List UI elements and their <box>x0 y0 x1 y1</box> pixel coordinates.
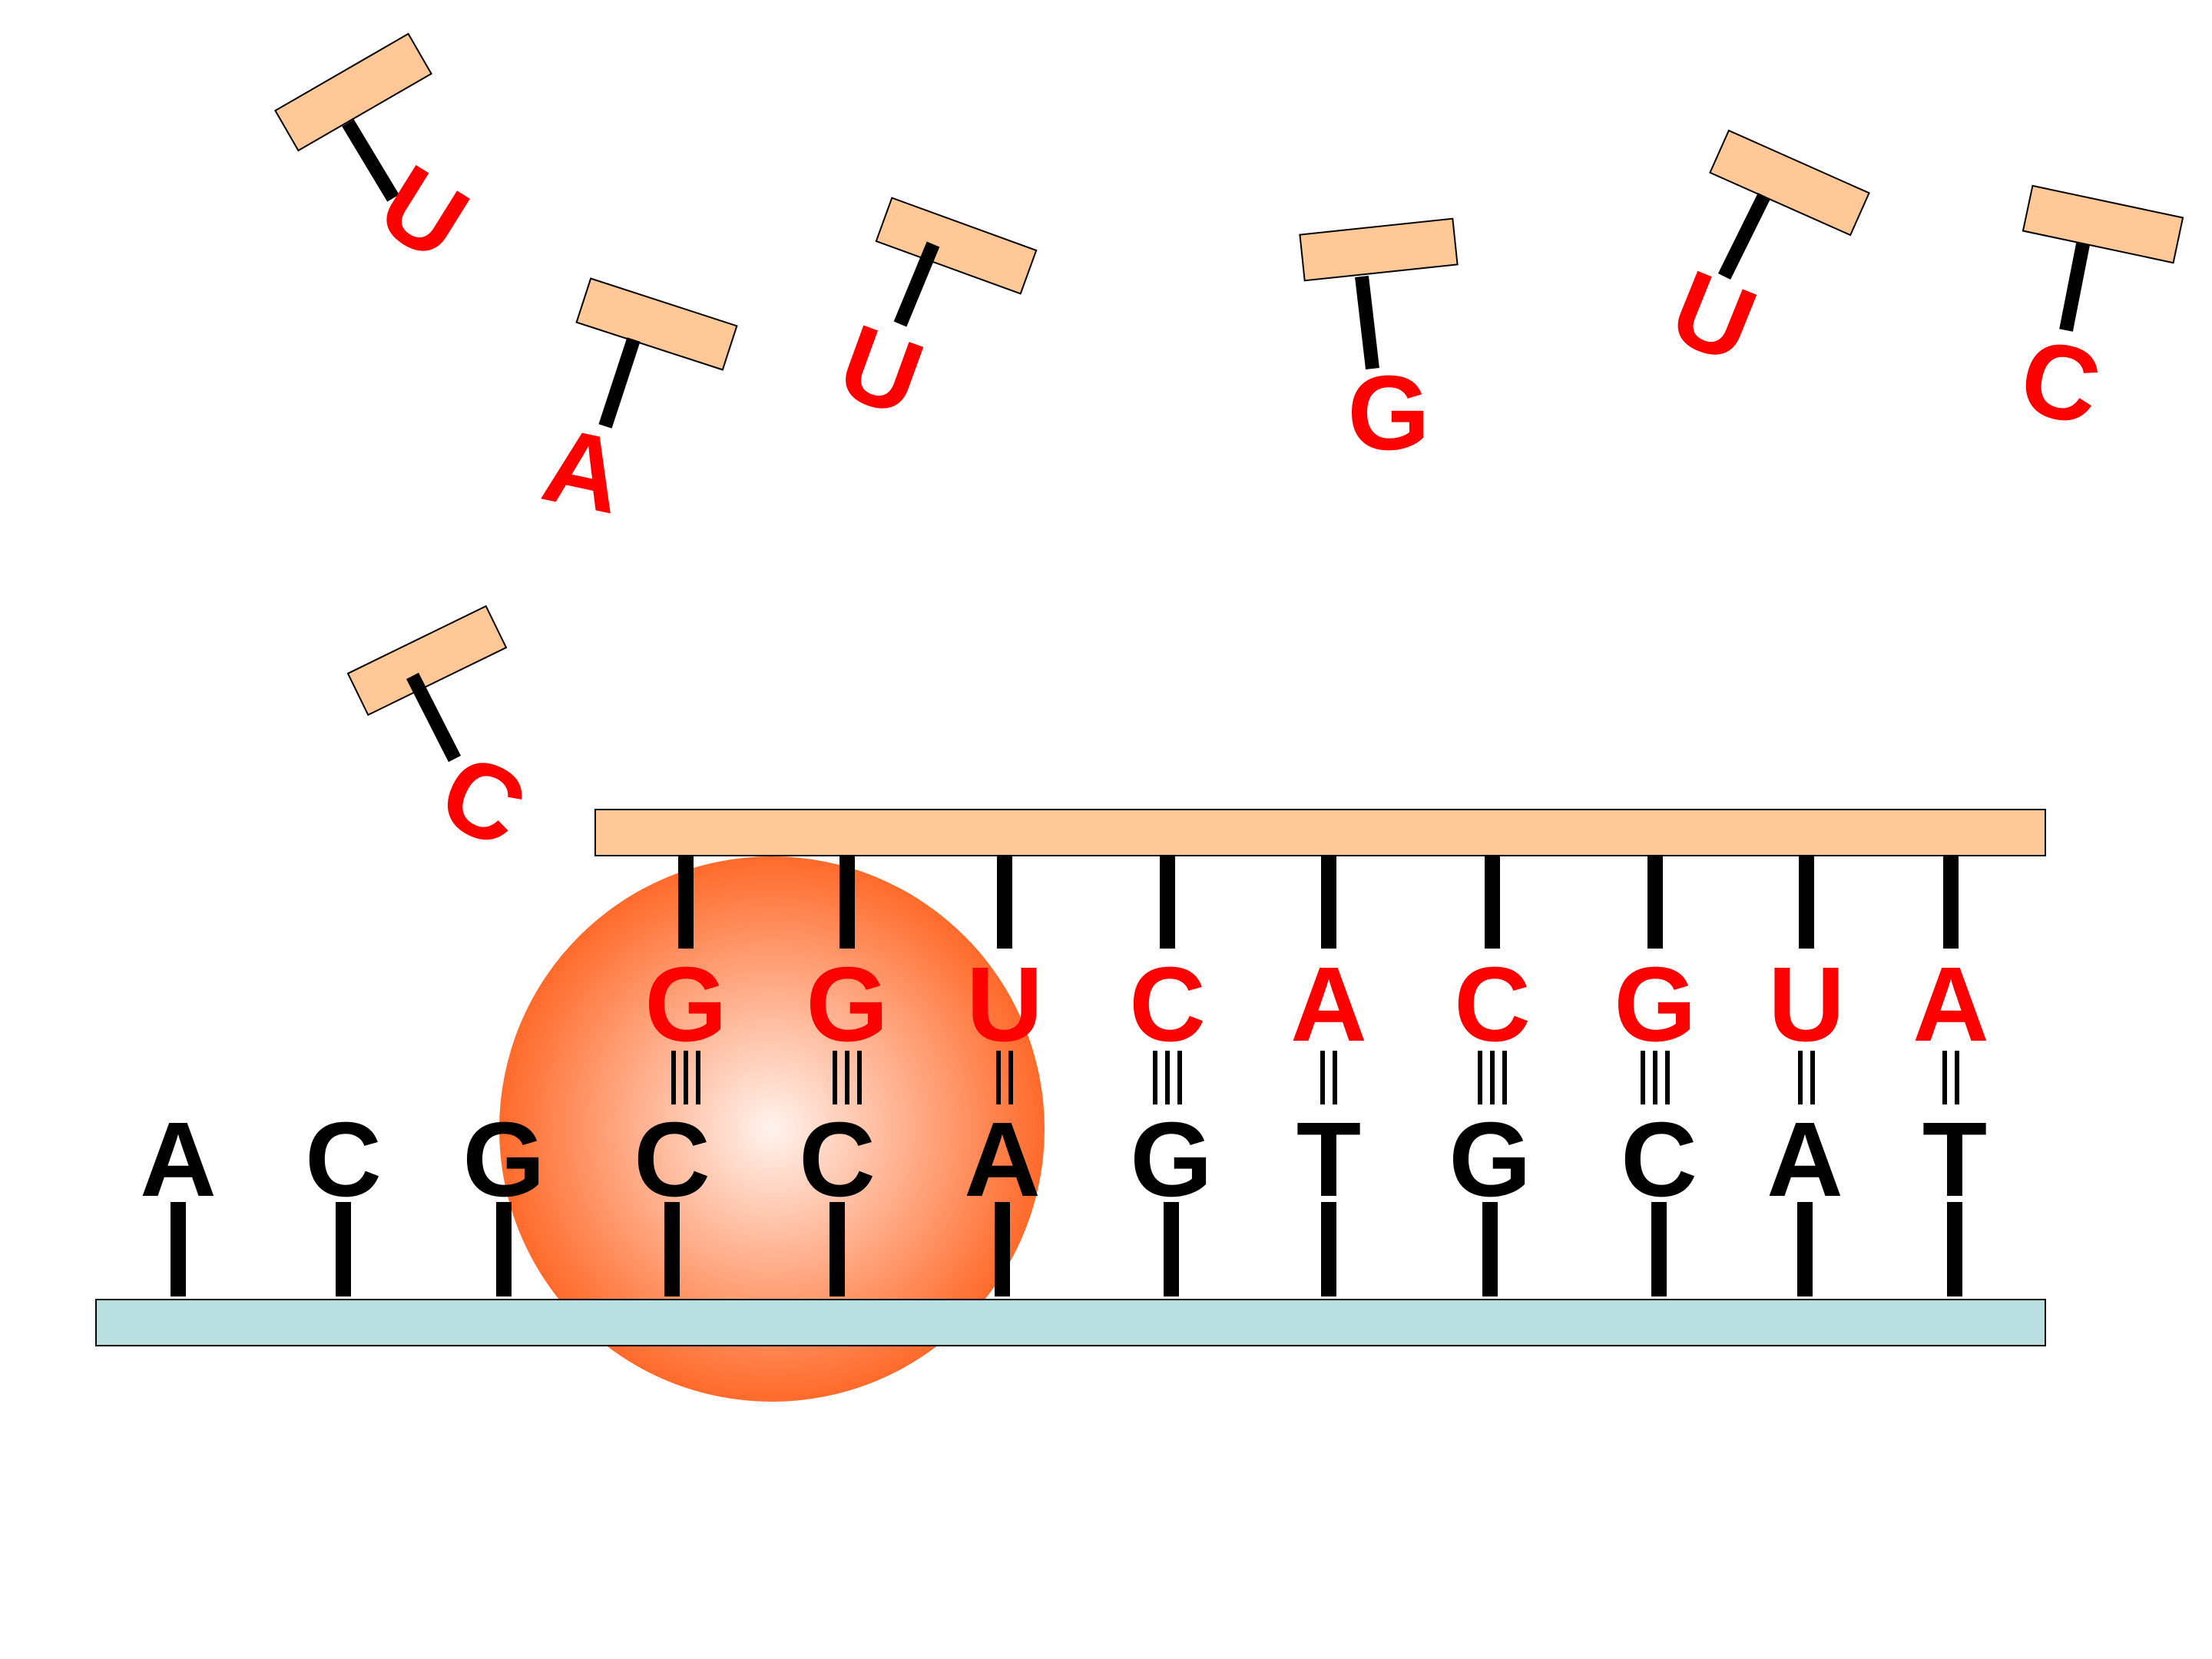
rna-base: U <box>966 945 1043 1064</box>
nucleotide-stick <box>1717 193 1771 280</box>
free-nucleotide-base: U <box>1656 248 1771 386</box>
nucleotide-stick <box>1355 275 1379 370</box>
rna-base: G <box>1614 945 1696 1064</box>
free-nucleotide: A <box>534 277 738 537</box>
hydrogen-bond <box>1478 1051 1507 1104</box>
ribose-phosphate-block <box>1299 217 1459 282</box>
ribose-phosphate-block <box>346 604 508 717</box>
free-nucleotide-base: A <box>534 405 634 536</box>
template-base: A <box>140 1101 217 1219</box>
hydrogen-bond <box>996 1051 1013 1104</box>
rna-base: A <box>1912 945 1989 1064</box>
free-nucleotide: G <box>1299 217 1459 472</box>
ribose-phosphate-block <box>274 32 432 152</box>
template-base: A <box>1767 1101 1843 1219</box>
ribose-phosphate-block <box>575 277 738 371</box>
rna-base: U <box>1768 945 1845 1064</box>
template-base: C <box>305 1101 382 1219</box>
hydrogen-bond <box>1153 1051 1182 1104</box>
nucleotide-stick <box>342 119 399 202</box>
nucleotide-stick <box>2059 243 2090 332</box>
nucleotide-stick <box>406 672 462 763</box>
hydrogen-bond <box>833 1051 862 1104</box>
rna-base: C <box>1454 945 1531 1064</box>
template-base: G <box>462 1101 545 1219</box>
dna-template-backbone <box>95 1299 2046 1346</box>
hydrogen-bond <box>1641 1051 1670 1104</box>
nucleotide-stick <box>893 241 940 327</box>
rna-polymerase <box>499 856 1045 1402</box>
free-nucleotide: C <box>346 604 542 871</box>
rna-transcript-backbone <box>594 809 2046 856</box>
template-base: A <box>964 1101 1041 1219</box>
template-base: C <box>799 1101 876 1219</box>
hydrogen-bond <box>1942 1051 1959 1104</box>
template-base: C <box>634 1101 710 1219</box>
hydrogen-bond <box>1798 1051 1815 1104</box>
template-base: T <box>1296 1101 1361 1219</box>
rna-base: G <box>806 945 888 1064</box>
ribose-phosphate-block <box>1709 129 1870 237</box>
template-base: G <box>1449 1101 1531 1219</box>
template-base: C <box>1621 1101 1697 1219</box>
template-base: T <box>1922 1101 1987 1219</box>
free-nucleotide: C <box>2011 184 2184 449</box>
free-nucleotide: U <box>274 32 487 283</box>
ribose-phosphate-block <box>875 197 1038 295</box>
free-nucleotide-base: G <box>1347 354 1429 472</box>
free-nucleotide-base: C <box>2011 316 2111 448</box>
free-nucleotide-base: U <box>825 302 937 439</box>
ribose-phosphate-block <box>2022 184 2184 264</box>
nucleotide-stick <box>598 337 641 429</box>
free-nucleotide: U <box>1656 129 1870 386</box>
rna-base: A <box>1290 945 1367 1064</box>
template-base: G <box>1130 1101 1212 1219</box>
free-nucleotide: U <box>825 197 1038 439</box>
rna-base: C <box>1129 945 1206 1064</box>
hydrogen-bond <box>1320 1051 1337 1104</box>
free-nucleotide-base: C <box>423 731 542 871</box>
rna-base: G <box>644 945 727 1064</box>
hydrogen-bond <box>671 1051 700 1104</box>
